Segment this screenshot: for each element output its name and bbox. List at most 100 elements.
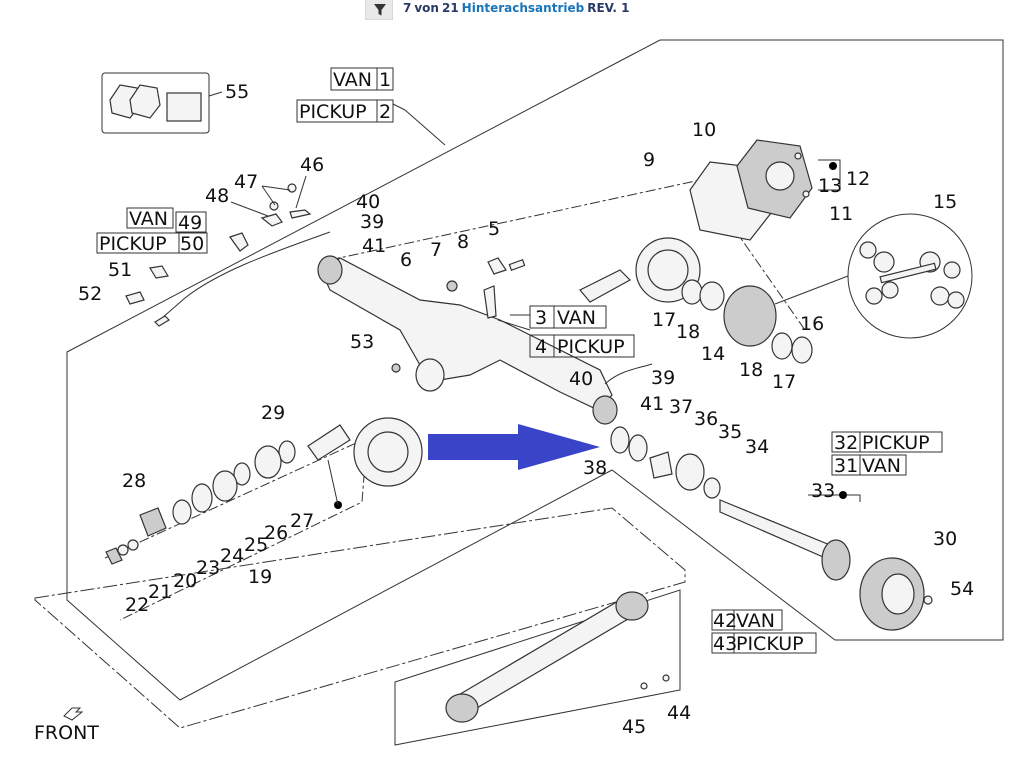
part-number-16[interactable]: 16 <box>800 313 824 335</box>
variant-van-1-num: 1 <box>379 69 391 91</box>
page-current: 7 <box>403 1 412 15</box>
part-number-41-mid[interactable]: 41 <box>640 393 664 415</box>
part-number-15[interactable]: 15 <box>933 191 957 213</box>
variant-pickup-50: PICKUP <box>99 233 167 255</box>
part-number-9[interactable]: 9 <box>643 149 655 171</box>
variant-van-3-num: 3 <box>535 307 547 329</box>
part-number-10[interactable]: 10 <box>692 119 716 141</box>
axle-housing <box>321 257 613 411</box>
part-number-46[interactable]: 46 <box>300 154 324 176</box>
pinion-group-line <box>104 437 368 621</box>
variant-van-31-num: 31 <box>834 455 858 477</box>
part-number-54[interactable]: 54 <box>950 578 974 600</box>
pinion-lower <box>307 424 351 461</box>
part-number-6[interactable]: 6 <box>400 249 412 271</box>
gasket-kit-box <box>101 72 210 134</box>
variant-pickup-50-num: 50 <box>180 233 204 255</box>
part-number-53[interactable]: 53 <box>350 331 374 353</box>
part-number-7[interactable]: 7 <box>430 239 442 261</box>
shaft-group-frame <box>34 507 686 729</box>
variant-van-42: VAN <box>736 610 775 632</box>
part-number-5[interactable]: 5 <box>488 218 500 240</box>
part-number-36[interactable]: 36 <box>694 408 718 430</box>
part-number-8[interactable]: 8 <box>457 231 469 253</box>
part-number-44[interactable]: 44 <box>667 702 691 724</box>
variant-van-49-num: 49 <box>178 212 202 234</box>
part-number-28[interactable]: 28 <box>122 470 146 492</box>
page-total: 21 <box>441 1 459 15</box>
part-number-26[interactable]: 26 <box>264 522 288 544</box>
axle-housing-end-left <box>317 255 343 285</box>
part-number-20[interactable]: 20 <box>173 570 197 592</box>
part-number-12[interactable]: 12 <box>846 168 870 190</box>
differential-case <box>723 285 777 347</box>
filter-button[interactable] <box>365 0 393 20</box>
variant-van-49: VAN <box>129 208 168 230</box>
bracket-part <box>289 209 312 219</box>
propeller-shaft <box>448 599 642 713</box>
part-number-33[interactable]: 33 <box>811 480 835 502</box>
part-number-40-top[interactable]: 40 <box>356 191 380 213</box>
sealant-pack-icon <box>166 92 202 122</box>
part-number-35[interactable]: 35 <box>718 421 742 443</box>
variant-pickup-2: PICKUP <box>299 101 367 123</box>
variant-pickup-32: PICKUP <box>862 432 930 454</box>
revision-label: REV. 1 <box>587 1 630 15</box>
part-number-14[interactable]: 14 <box>701 343 725 365</box>
pinion-upper <box>579 269 631 303</box>
part-number-22[interactable]: 22 <box>125 594 149 616</box>
part-number-39-top[interactable]: 39 <box>360 211 384 233</box>
section-link[interactable]: Hinterachsantrieb <box>461 1 585 15</box>
front-arrow-icon <box>63 707 84 721</box>
part-number-27[interactable]: 27 <box>290 510 314 532</box>
part-number-21[interactable]: 21 <box>148 581 172 603</box>
part-number-23[interactable]: 23 <box>196 557 220 579</box>
exploded-parts-diagram: VAN 1 PICKUP 2 VAN 49 PICKUP 50 3 VAN 4 … <box>34 39 1004 746</box>
front-label: FRONT <box>34 722 99 744</box>
differential-group-line <box>329 179 806 331</box>
part-number-40-mid[interactable]: 40 <box>569 368 593 390</box>
variant-pickup-4-num: 4 <box>535 336 547 358</box>
part-number-39-mid[interactable]: 39 <box>651 367 675 389</box>
speed-sensor-cable <box>161 231 331 319</box>
part-number-52[interactable]: 52 <box>78 283 102 305</box>
part-number-25[interactable]: 25 <box>244 534 268 556</box>
part-number-51[interactable]: 51 <box>108 259 132 281</box>
part-number-13[interactable]: 13 <box>818 175 842 197</box>
part-number-24[interactable]: 24 <box>220 545 244 567</box>
part-number-18-bottom[interactable]: 18 <box>739 359 763 381</box>
part-number-48[interactable]: 48 <box>205 185 229 207</box>
part-number-19[interactable]: 19 <box>248 566 272 588</box>
part-number-30[interactable]: 30 <box>933 528 957 550</box>
part-number-55[interactable]: 55 <box>225 81 249 103</box>
part-number-45[interactable]: 45 <box>622 716 646 738</box>
assembly-frame <box>66 39 1004 701</box>
variant-van-1: VAN <box>333 69 372 91</box>
page-word: von <box>414 1 439 15</box>
variant-pickup-43-num: 43 <box>713 633 737 655</box>
part-number-17-top[interactable]: 17 <box>652 309 676 331</box>
variant-pickup-2-num: 2 <box>379 101 391 123</box>
variant-pickup-32-num: 32 <box>834 432 858 454</box>
part-number-38[interactable]: 38 <box>583 457 607 479</box>
filter-icon <box>374 4 386 16</box>
variant-van-31: VAN <box>862 455 901 477</box>
part-number-37[interactable]: 37 <box>669 396 693 418</box>
axle-housing-end-right <box>592 395 618 425</box>
variant-pickup-43: PICKUP <box>736 633 804 655</box>
part-number-18-top[interactable]: 18 <box>676 321 700 343</box>
axle-shaft <box>719 499 831 561</box>
variant-van-42-num: 42 <box>713 610 737 632</box>
variant-pickup-4: PICKUP <box>557 336 625 358</box>
part-number-11[interactable]: 11 <box>829 203 853 225</box>
part-number-34[interactable]: 34 <box>745 436 769 458</box>
part-number-29[interactable]: 29 <box>261 402 285 424</box>
part-number-41-top[interactable]: 41 <box>362 235 386 257</box>
part-number-17-bottom[interactable]: 17 <box>772 371 796 393</box>
part-number-47[interactable]: 47 <box>234 171 258 193</box>
highlight-arrow <box>428 424 600 470</box>
variant-van-3: VAN <box>557 307 596 329</box>
gasket-icon-2 <box>129 84 161 119</box>
